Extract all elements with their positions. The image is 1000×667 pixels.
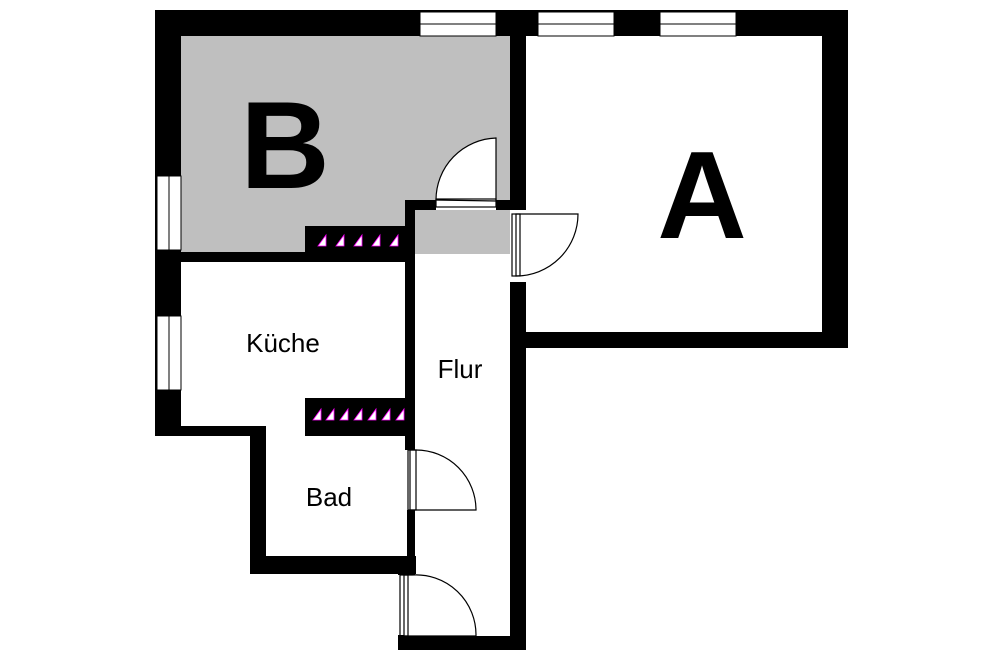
windows [156, 11, 737, 391]
door-entrance [403, 574, 477, 637]
room-kueche-label: Küche [246, 328, 320, 358]
door-room-b [435, 137, 497, 202]
door-room-a [515, 213, 579, 277]
radiator-kueche [312, 407, 405, 421]
doors [399, 137, 579, 637]
room-b-label: B [240, 77, 330, 215]
room-a-label: A [657, 127, 747, 265]
room-bad-label: Bad [306, 482, 352, 512]
room-flur-label: Flur [438, 354, 483, 384]
room-a-area [526, 36, 822, 332]
door-bad [409, 449, 477, 511]
radiator-b [317, 233, 399, 247]
room-b-area [180, 36, 510, 254]
